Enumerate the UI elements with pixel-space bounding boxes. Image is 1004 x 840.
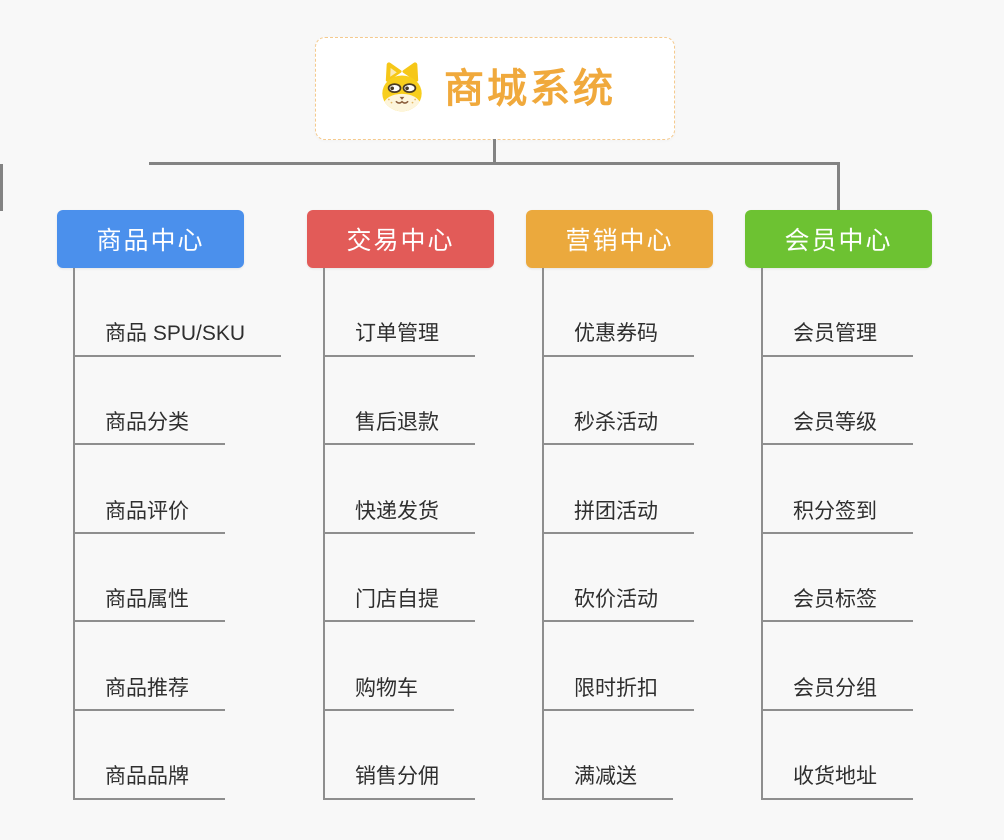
branch-item-label: 优惠券码 <box>544 321 694 357</box>
root-title: 商城系统 <box>444 66 616 111</box>
branch-items: 会员管理会员等级积分签到会员标签会员分组收货地址 <box>761 268 983 800</box>
connector-bus <box>149 162 840 165</box>
branch-trade-center: 交易中心 订单管理售后退款快递发货门店自提购物车销售分佣 <box>307 210 557 800</box>
branch-item[interactable]: 限时折扣 <box>544 622 764 711</box>
connector-root-stub <box>493 139 496 164</box>
branch-item[interactable]: 商品分类 <box>75 357 295 446</box>
branch-item-label: 秒杀活动 <box>544 410 694 446</box>
branch-item[interactable]: 商品评价 <box>75 445 295 534</box>
branch-item-label: 商品分类 <box>75 410 225 446</box>
branch-item-label: 门店自提 <box>325 587 475 623</box>
branch-item[interactable]: 会员分组 <box>763 622 983 711</box>
branch-item-label: 限时折扣 <box>544 676 694 711</box>
branch-marketing-center: 营销中心 优惠券码秒杀活动拼团活动砍价活动限时折扣满减送 <box>526 210 776 800</box>
branch-item[interactable]: 购物车 <box>325 622 545 711</box>
branch-item[interactable]: 优惠券码 <box>544 268 764 357</box>
branch-items: 优惠券码秒杀活动拼团活动砍价活动限时折扣满减送 <box>542 268 764 800</box>
branch-item[interactable]: 商品属性 <box>75 534 295 623</box>
branch-item-label: 砍价活动 <box>544 587 694 623</box>
branch-item-label: 购物车 <box>325 676 454 711</box>
branch-items: 商品 SPU/SKU 商品分类商品评价商品属性商品推荐商品品牌 <box>73 268 295 800</box>
branch-item-label: 会员标签 <box>763 587 913 623</box>
branch-item[interactable]: 订单管理 <box>325 268 545 357</box>
branch-item[interactable]: 商品品牌 <box>75 711 295 800</box>
dog-face-icon <box>382 61 422 111</box>
branch-item-label: 收货地址 <box>763 764 913 800</box>
branch-item-label: 商品评价 <box>75 499 225 534</box>
branch-member-center: 会员中心 会员管理会员等级积分签到会员标签会员分组收货地址 <box>745 210 995 800</box>
branch-item[interactable]: 商品推荐 <box>75 622 295 711</box>
branch-item[interactable]: 砍价活动 <box>544 534 764 623</box>
branch-item-label: 拼团活动 <box>544 499 694 534</box>
branch-item[interactable]: 销售分佣 <box>325 711 545 800</box>
branch-item-label: 积分签到 <box>763 499 913 534</box>
branch-item-label: 会员分组 <box>763 676 913 711</box>
branch-item[interactable]: 满减送 <box>544 711 764 800</box>
branch-item-label: 商品属性 <box>75 587 225 623</box>
branch-item[interactable]: 快递发货 <box>325 445 545 534</box>
branch-header[interactable]: 会员中心 <box>745 210 932 268</box>
root-node[interactable]: 商城系统 <box>315 37 675 140</box>
connector-stub-1 <box>837 164 840 211</box>
branch-item-label: 订单管理 <box>325 321 475 357</box>
branch-item-label: 商品推荐 <box>75 676 225 711</box>
branch-header[interactable]: 营销中心 <box>526 210 713 268</box>
branch-item-label: 会员管理 <box>763 321 913 357</box>
branch-item-label: 商品 SPU/SKU <box>75 321 282 357</box>
branch-items: 订单管理售后退款快递发货门店自提购物车销售分佣 <box>323 268 545 800</box>
branch-item[interactable]: 收货地址 <box>763 711 983 800</box>
branch-item[interactable]: 会员管理 <box>763 268 983 357</box>
branch-item[interactable]: 拼团活动 <box>544 445 764 534</box>
branch-item-label: 销售分佣 <box>325 764 475 800</box>
branch-item[interactable]: 售后退款 <box>325 357 545 446</box>
branch-item[interactable]: 秒杀活动 <box>544 357 764 446</box>
branch-item-label: 快递发货 <box>325 499 475 534</box>
branch-item-label: 商品品牌 <box>75 764 225 800</box>
branch-item[interactable]: 积分签到 <box>763 445 983 534</box>
branch-item[interactable]: 商品 SPU/SKU <box>75 268 295 357</box>
branch-item[interactable]: 门店自提 <box>325 534 545 623</box>
branch-item-label: 售后退款 <box>325 410 475 446</box>
connector-stub-4 <box>0 164 3 211</box>
branch-header[interactable]: 交易中心 <box>307 210 494 268</box>
branch-header[interactable]: 商品中心 <box>57 210 244 268</box>
branch-product-center: 商品中心 商品 SPU/SKU 商品分类商品评价商品属性商品推荐商品品牌 <box>57 210 307 800</box>
branch-item[interactable]: 会员标签 <box>763 534 983 623</box>
branch-item[interactable]: 会员等级 <box>763 357 983 446</box>
branch-item-label: 会员等级 <box>763 410 913 446</box>
branch-item-label: 满减送 <box>544 764 673 800</box>
